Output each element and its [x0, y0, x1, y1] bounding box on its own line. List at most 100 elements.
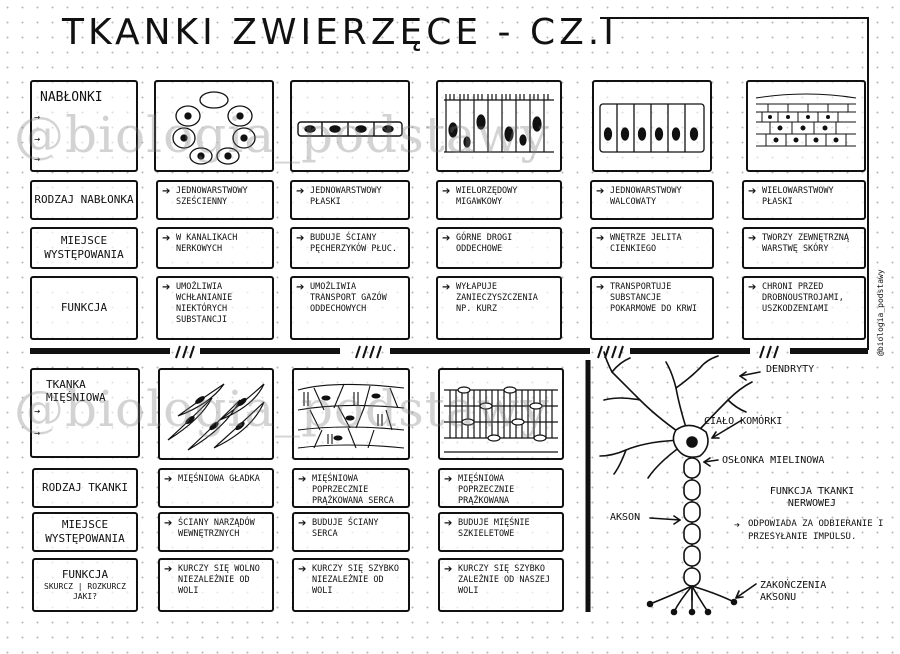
arrow-icon: ➔	[164, 474, 173, 485]
arrow-icon: ➔	[444, 474, 453, 485]
arrow-icon: ➔	[442, 282, 451, 293]
nerve-function-text: ODPOWIADA ZA ODBIERANIE I PRZESYŁANIE IM…	[748, 519, 884, 542]
arrow-icon: ➔	[442, 186, 451, 197]
section-divider	[30, 348, 170, 354]
arrow-icon: →	[34, 154, 41, 165]
arrow-icon: →	[34, 134, 41, 145]
section-divider	[390, 348, 590, 354]
arrow-icon: ➔	[298, 564, 307, 575]
ep-col4-type: ➔ JEDNOWARSTWOWY WALCOWATY	[590, 180, 714, 220]
arrow-icon: ➔	[298, 518, 307, 529]
label-axon: AKSON	[610, 512, 641, 523]
muscle-row-label-type: RODZAJ TKANKI	[32, 468, 138, 508]
mu-col1-type-text: MIĘŚNIOWA GŁADKA	[178, 474, 260, 484]
row-label-location: MIEJSCE WYSTĘPOWANIA	[30, 227, 138, 269]
arrow-icon: ➔	[296, 282, 305, 293]
muscle-function-sublabel: SKURCZ | ROZKURCZ JAKI?	[44, 582, 126, 601]
row-label-function: FUNKCJA	[30, 276, 138, 340]
ep-col1-type-text: JEDNOWARSTWOWY SZEŚCIENNY	[176, 186, 248, 207]
squamous-epithelium-drawing	[290, 80, 410, 172]
ep-col2-type-text: JEDNOWARSTWOWY PŁASKI	[310, 186, 382, 207]
ep-col3-location: ➔ GÓRNE DROGI ODDECHOWE	[436, 227, 562, 269]
mu-col2-location: ➔BUDUJE ŚCIANY SERCA	[292, 512, 410, 552]
ep-col2-location-text: BUDUJE ŚCIANY PĘCHERZYKÓW PŁUC.	[310, 233, 397, 254]
stratified-squamous-epithelium-drawing	[746, 80, 866, 172]
mu-col1-location-text: ŚCIANY NARZĄDÓW WEWNĘTRZNYCH	[178, 518, 255, 539]
ep-col4-location-text: WNĘTRZE JELITA CIENKIEGO	[610, 233, 682, 254]
section-divider	[790, 348, 868, 354]
arrow-icon: ➔	[296, 233, 305, 244]
mu-col3-type-text: MIĘŚNIOWA POPRZECZNIE PRĄŻKOWANA SZKIELE…	[458, 474, 515, 506]
arrow-icon: ➔	[596, 186, 605, 197]
columnar-epithelium-drawing	[592, 80, 712, 172]
page-title: TKANKI ZWIERZĘCE - CZ.I	[62, 12, 618, 53]
epithelium-header-box: NABŁONKI → → →	[30, 80, 138, 172]
arrow-icon: ➔	[162, 282, 171, 293]
arrow-icon: ➔	[164, 564, 173, 575]
mu-col2-type: ➔MIĘŚNIOWA POPRZECZNIE PRĄŻKOWANA SERCA	[292, 468, 410, 508]
mu-col2-type-text: MIĘŚNIOWA POPRZECZNIE PRĄŻKOWANA SERCA	[312, 474, 394, 506]
ep-col2-function: ➔ UMOŻLIWIA TRANSPORT GAZÓW ODDECHOWYCH	[290, 276, 410, 340]
ep-col3-function-text: WYŁAPUJE ZANIECZYSZCZENIA NP. KURZ	[456, 282, 538, 314]
label-myelin: OSŁONKA MIELINOWA	[722, 455, 825, 466]
mu-col3-function: ➔ KURCZY SIĘ SZYBKO ZALEŻNIE OD NASZEJ WO…	[438, 558, 564, 612]
ep-col2-function-text: UMOŻLIWIA TRANSPORT GAZÓW ODDECHOWYCH	[310, 282, 387, 314]
ep-col3-function: ➔ WYŁAPUJE ZANIECZYSZCZENIA NP. KURZ	[436, 276, 562, 340]
arrow-icon: ➔	[162, 233, 171, 244]
arrow-icon: ➔	[442, 233, 451, 244]
mu-col3-function-text: KURCZY SIĘ SZYBKO ZALEŻNIE OD NASZEJ WOL…	[458, 564, 551, 596]
nerve-function-title: FUNKCJA TKANKI NERWOWEJ	[769, 486, 855, 509]
mu-col1-function: ➔ KURCZY SIĘ WOLNO NIEZALEŻNIE OD WOLI	[158, 558, 274, 612]
ep-col1-function-text: UMOŻLIWIA WCHŁANIANIE NIEKTÓRYCH SUBSTAN…	[176, 282, 233, 325]
mu-col1-location: ➔ ŚCIANY NARZĄDÓW WEWNĘTRZNYCH	[158, 512, 274, 552]
arrow-icon: →	[34, 112, 41, 123]
arrow-icon: →	[34, 428, 41, 439]
smooth-muscle-drawing	[158, 368, 274, 460]
label-cell-body: CIAŁO KOMÓRKI	[704, 416, 783, 427]
ep-col3-type-text: WIELORZĘDOWY MIGAWKOWY	[456, 186, 518, 207]
ep-col5-location-text: TWORZY ZEWNĘTRZNĄ WARSTWĘ SKÓRY	[762, 233, 849, 254]
arrow-icon: ➔	[748, 233, 757, 244]
cardiac-muscle-drawing	[292, 368, 410, 460]
epithelium-header: NABŁONKI	[40, 90, 103, 105]
mu-col1-type: ➔ MIĘŚNIOWA GŁADKA	[158, 468, 274, 508]
ep-col4-location: ➔WNĘTRZE JELITA CIENKIEGO	[590, 227, 714, 269]
arrow-icon: ➔	[734, 520, 741, 531]
muscle-header-box: TKANKA MIĘŚNIOWA → →	[30, 368, 140, 458]
ciliated-epithelium-drawing	[436, 80, 562, 172]
muscle-row-label-function: FUNKCJA SKURCZ | ROZKURCZ JAKI?	[32, 558, 138, 612]
ep-col1-location-text: W KANALIKACH NERKOWYCH	[176, 233, 238, 254]
ep-col1-location: ➔ W KANALIKACH NERKOWYCH	[156, 227, 274, 269]
row-label-type: RODZAJ NABŁONKA	[30, 180, 138, 220]
arrow-icon: →	[34, 406, 41, 417]
mu-col3-location: ➔BUDUJE MIĘŚNIE SZKIELETOWE	[438, 512, 564, 552]
muscle-row-label-location: MIEJSCE WYSTĘPOWANIA	[32, 512, 138, 552]
muscle-function-label: FUNKCJA	[61, 568, 109, 581]
mu-col3-location-text: BUDUJE MIĘŚNIE SZKIELETOWE	[458, 518, 530, 539]
arrow-icon: ➔	[748, 186, 757, 197]
cuboidal-epithelium-drawing	[154, 80, 274, 172]
arrow-icon: ➔	[444, 564, 453, 575]
ep-col4-type-text: JEDNOWARSTWOWY WALCOWATY	[610, 186, 682, 207]
ep-col2-type: ➔JEDNOWARSTWOWY PŁASKI	[290, 180, 410, 220]
arrow-icon: ➔	[596, 282, 605, 293]
ep-col5-location: ➔ TWORZY ZEWNĘTRZNĄ WARSTWĘ SKÓRY	[742, 227, 866, 269]
arrow-icon: ➔	[162, 186, 171, 197]
mu-col1-function-text: KURCZY SIĘ WOLNO NIEZALEŻNIE OD WOLI	[178, 564, 260, 596]
ep-col5-type-text: WIELOWARSTWOWY PŁASKI	[762, 186, 834, 207]
label-axon-endings: ZAKOŃCZENIA AKSONU	[760, 580, 827, 603]
ep-col3-type: ➔ WIELORZĘDOWY MIGAWKOWY	[436, 180, 562, 220]
section-divider	[630, 348, 750, 354]
ep-col3-location-text: GÓRNE DROGI ODDECHOWE	[456, 233, 513, 254]
ep-col4-function-text: TRANSPORTUJE SUBSTANCJE POKARMOWE DO KRW…	[610, 282, 697, 314]
arrow-icon: ➔	[164, 518, 173, 529]
ep-col4-function: ➔ TRANSPORTUJE SUBSTANCJE POKARMOWE DO KR…	[590, 276, 714, 340]
ep-col2-location: ➔ BUDUJE ŚCIANY PĘCHERZYKÓW PŁUC.	[290, 227, 410, 269]
section-divider	[200, 348, 340, 354]
mu-col2-function: ➔KURCZY SIĘ SZYBKO NIEZALEŻNIE OD WOLI	[292, 558, 410, 612]
side-credit: @biologia_podstawy	[876, 269, 885, 356]
label-dendrites: DENDRYTY	[766, 364, 815, 375]
